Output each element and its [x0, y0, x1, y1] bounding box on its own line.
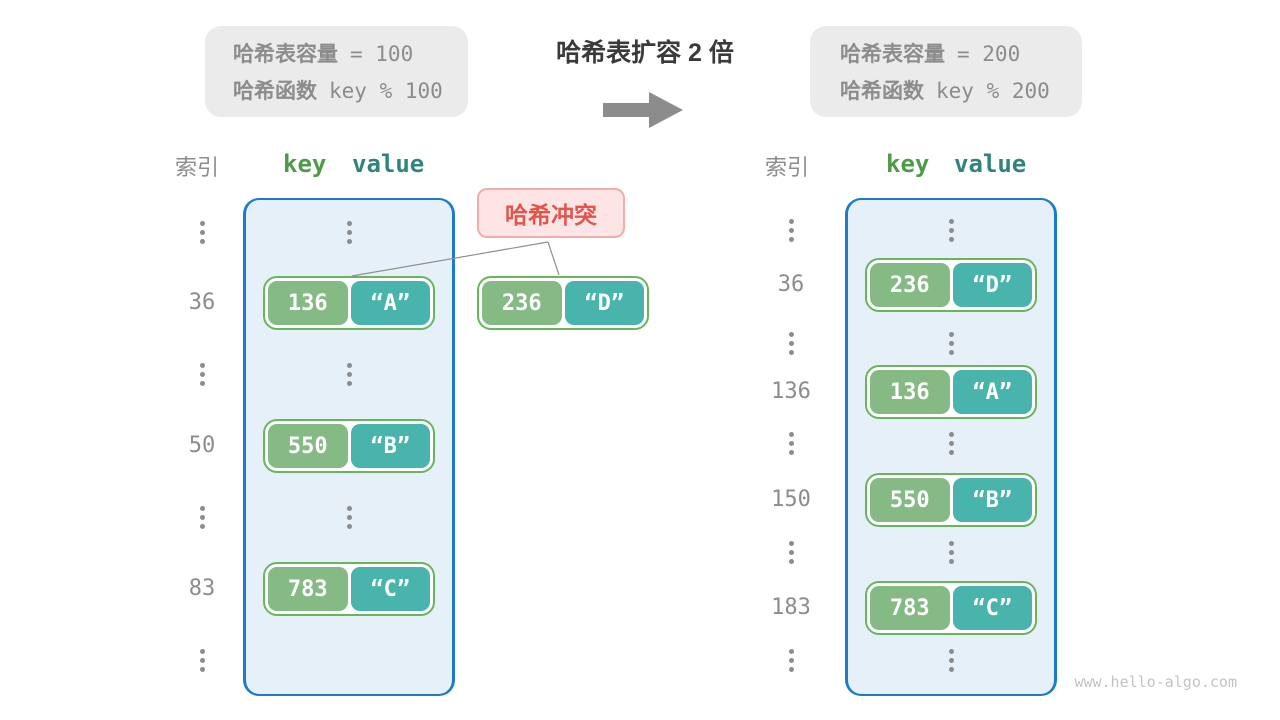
- ellipsis-icon: [343, 506, 355, 529]
- key-header-left: key: [283, 150, 327, 178]
- kv-pair: 136 “A”: [263, 276, 435, 330]
- kv-pair: 783 “C”: [263, 562, 435, 616]
- value-cell: “A”: [350, 281, 430, 325]
- value-cell: “B”: [952, 478, 1032, 522]
- capacity-box-before: 哈希表容量 = 100 哈希函数 key % 100: [205, 26, 468, 117]
- value-cell: “D”: [952, 263, 1032, 307]
- ellipsis-icon: [785, 432, 797, 455]
- hash-fn-label: 哈希函数: [233, 80, 317, 103]
- key-cell: 136: [870, 370, 950, 414]
- value-header-left: value: [352, 150, 425, 178]
- value-header-right: value: [954, 150, 1027, 178]
- key-cell: 550: [268, 424, 348, 468]
- value-cell: “C”: [350, 567, 430, 611]
- ellipsis-icon: [785, 219, 797, 242]
- index-label: 150: [771, 487, 811, 512]
- kv-pair: 550 “B”: [865, 473, 1037, 527]
- collision-label: 哈希冲突: [477, 188, 625, 238]
- value-cell: “A”: [952, 370, 1032, 414]
- kv-pair: 783 “C”: [865, 581, 1037, 635]
- kv-pair-collision: 236 “D”: [477, 276, 649, 330]
- capacity-label: 哈希表容量: [840, 43, 945, 66]
- hash-fn-line: 哈希函数 key % 200: [840, 73, 1082, 110]
- key-cell: 236: [870, 263, 950, 307]
- hash-fn-label: 哈希函数: [840, 80, 924, 103]
- watermark: www.hello-algo.com: [1074, 673, 1237, 691]
- hash-fn-value: key % 100: [329, 79, 443, 103]
- ellipsis-icon: [785, 649, 797, 672]
- ellipsis-icon: [785, 332, 797, 355]
- key-cell: 236: [482, 281, 562, 325]
- key-cell: 783: [870, 586, 950, 630]
- key-cell: 783: [268, 567, 348, 611]
- index-label: 50: [188, 433, 216, 458]
- key-cell: 136: [268, 281, 348, 325]
- ellipsis-icon: [785, 541, 797, 564]
- ellipsis-icon: [945, 432, 957, 455]
- capacity-box-after: 哈希表容量 = 200 哈希函数 key % 200: [810, 26, 1082, 117]
- ellipsis-icon: [343, 363, 355, 386]
- key-header-right: key: [886, 150, 930, 178]
- index-label: 83: [188, 576, 216, 601]
- kv-pair: 136 “A”: [865, 365, 1037, 419]
- value-cell: “B”: [350, 424, 430, 468]
- ellipsis-icon: [343, 221, 355, 244]
- hash-fn-line: 哈希函数 key % 100: [233, 73, 468, 110]
- ellipsis-icon: [945, 219, 957, 242]
- key-cell: 550: [870, 478, 950, 522]
- capacity-line: 哈希表容量 = 100: [233, 36, 468, 73]
- value-cell: “D”: [564, 281, 644, 325]
- capacity-line: 哈希表容量 = 200: [840, 36, 1082, 73]
- index-header-right: 索引: [765, 155, 810, 180]
- ellipsis-icon: [945, 332, 957, 355]
- index-label: 36: [777, 272, 805, 297]
- index-header-left: 索引: [175, 155, 220, 180]
- arrow-right-icon: [603, 92, 683, 128]
- expansion-title: 哈希表扩容 2 倍: [556, 39, 734, 67]
- ellipsis-icon: [196, 221, 208, 244]
- index-label: 136: [771, 379, 811, 404]
- hash-fn-value: key % 200: [936, 79, 1050, 103]
- capacity-value: = 100: [350, 42, 414, 66]
- capacity-value: = 200: [957, 42, 1021, 66]
- ellipsis-icon: [196, 506, 208, 529]
- capacity-label: 哈希表容量: [233, 43, 338, 66]
- kv-pair: 236 “D”: [865, 258, 1037, 312]
- index-label: 183: [771, 595, 811, 620]
- ellipsis-icon: [945, 541, 957, 564]
- ellipsis-icon: [945, 649, 957, 672]
- value-cell: “C”: [952, 586, 1032, 630]
- kv-pair: 550 “B”: [263, 419, 435, 473]
- ellipsis-icon: [196, 649, 208, 672]
- index-label: 36: [188, 290, 216, 315]
- ellipsis-icon: [196, 363, 208, 386]
